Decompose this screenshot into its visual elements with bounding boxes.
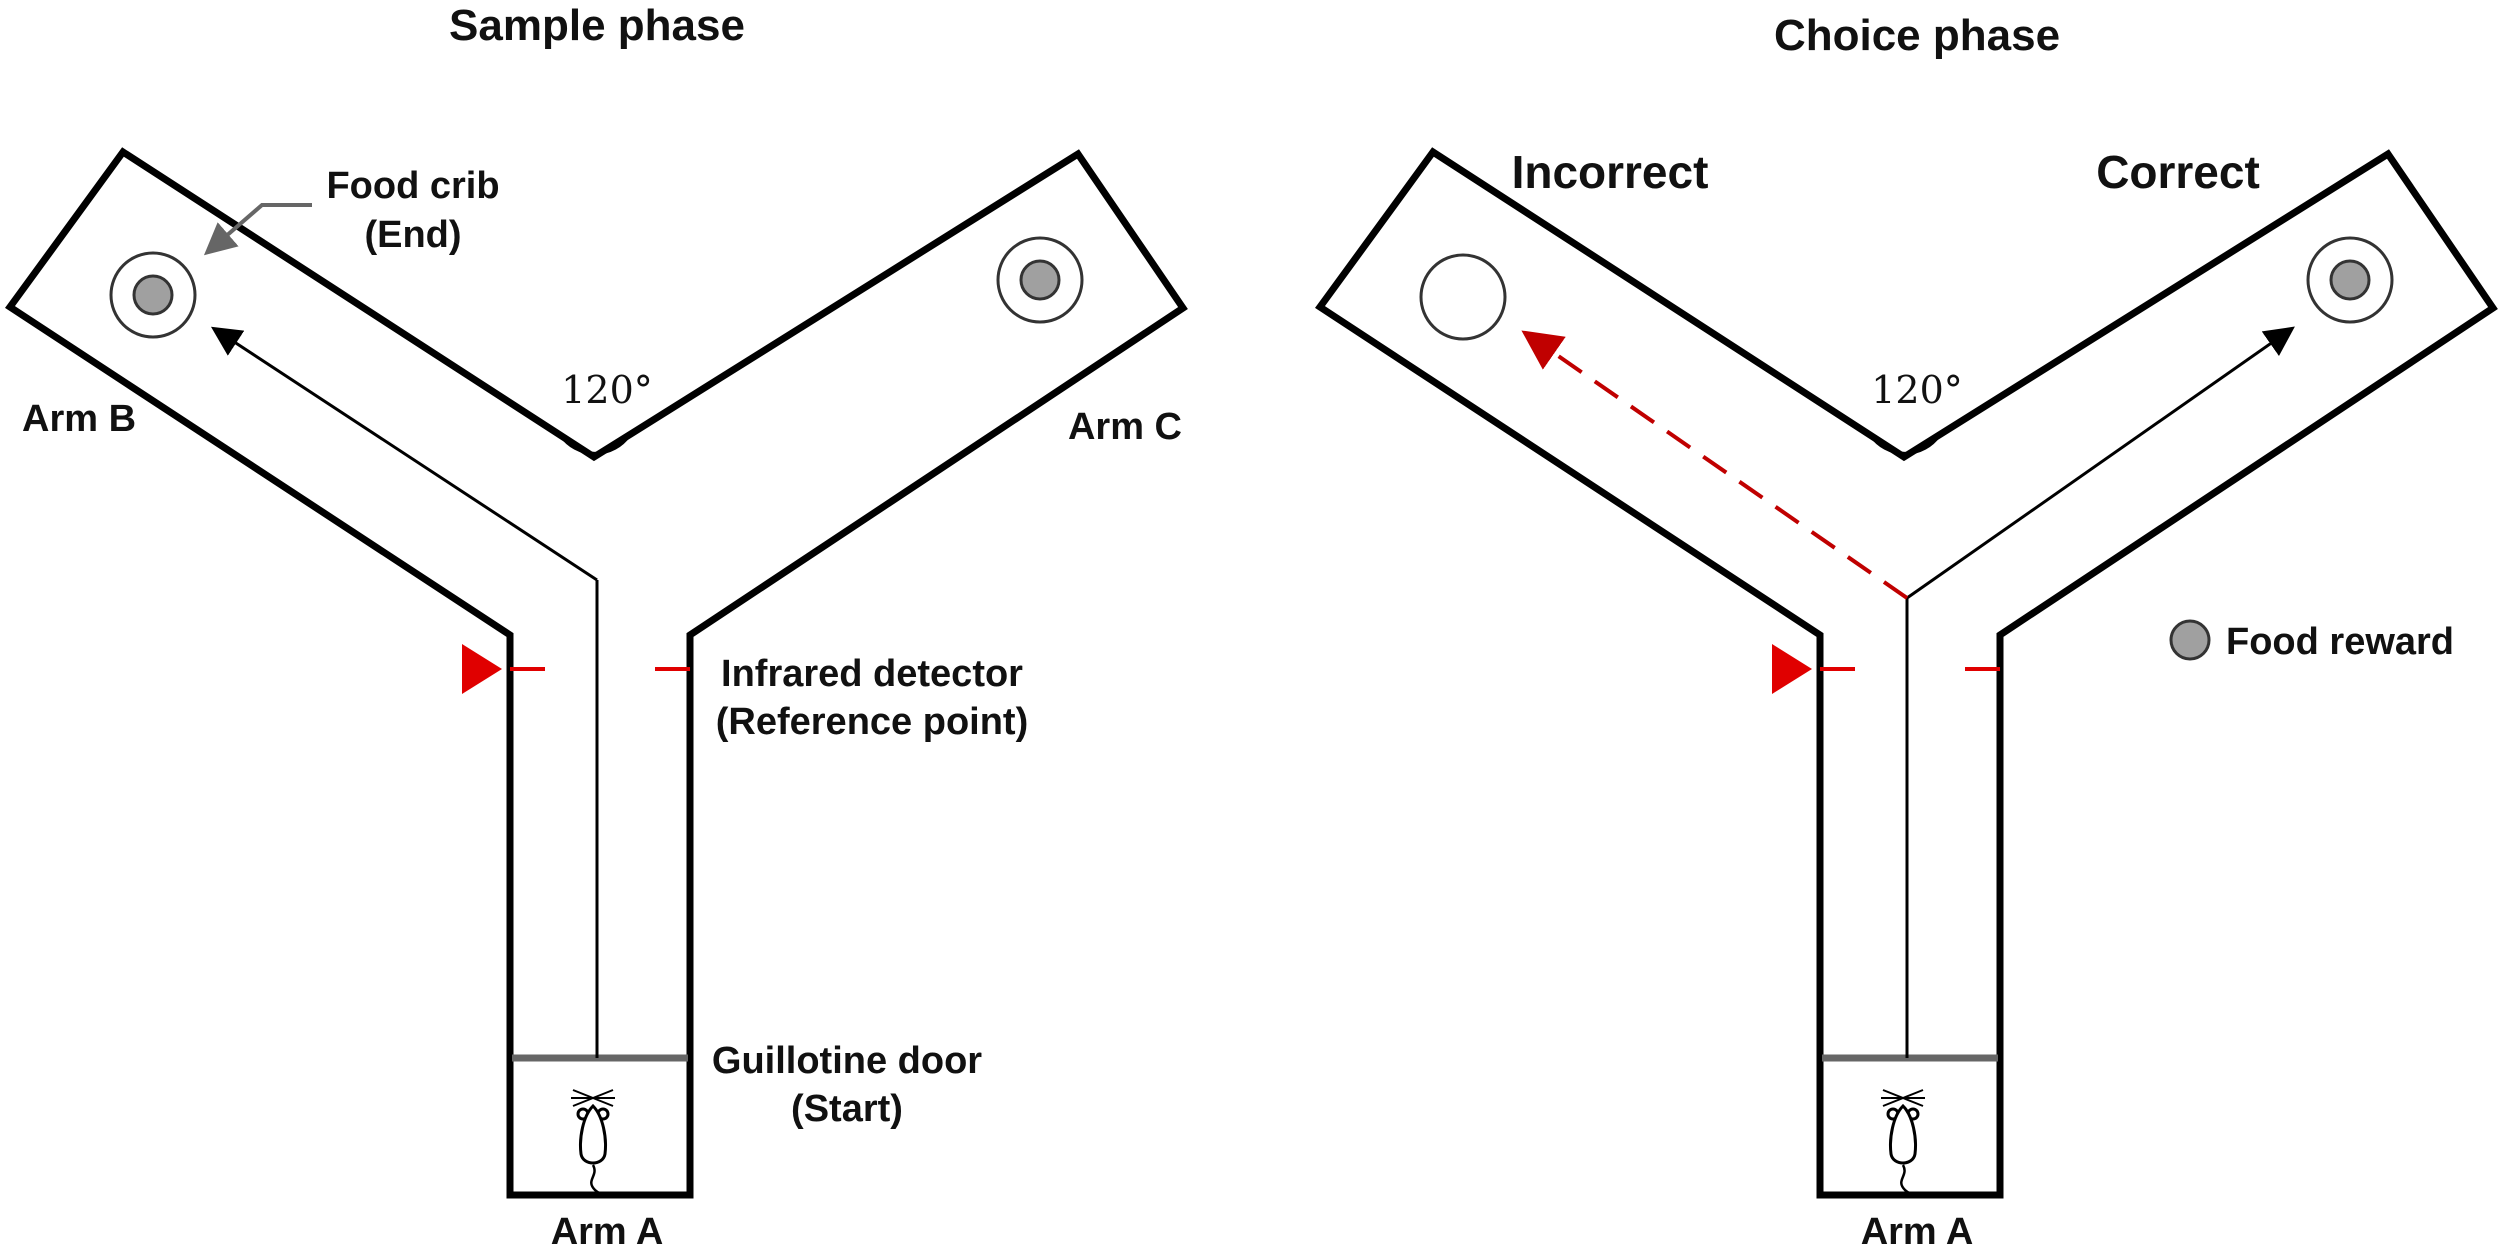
infrared-label-2: (Reference point): [716, 701, 1028, 743]
maze-outline-sample: [5, 147, 1188, 1199]
mouse-icon: [569, 1088, 617, 1198]
food-crib-pointer: [203, 203, 312, 256]
incorrect-label: Incorrect: [1512, 146, 1709, 198]
angle-label: 120°: [1871, 368, 1963, 412]
arm-a-label: Arm A: [551, 1211, 664, 1250]
food-crib-arm-b: [109, 251, 197, 339]
food-crib-incorrect: [1419, 253, 1507, 341]
infrared-emitter-icon: [1772, 644, 1812, 694]
correct-path-arrow: [1906, 326, 2295, 600]
guillotine-label-1: Guillotine door: [712, 1040, 982, 1082]
mouse-icon: [1879, 1088, 1927, 1198]
food-crib-label-1: Food crib: [326, 165, 499, 207]
sample-phase: Sample phase 120° Food crib (End): [5, 1, 1188, 1250]
angle-arc: [1869, 435, 1941, 455]
food-crib-correct: [2306, 236, 2394, 324]
food-crib-label-2: (End): [364, 214, 461, 256]
food-reward-label: Food reward: [2226, 621, 2454, 663]
infrared-emitter-icon: [462, 644, 502, 694]
path-arrow-arm-b: [210, 326, 598, 582]
angle-label: 120°: [561, 368, 653, 412]
choice-phase: Choice phase 120° Incorrect Correct: [1315, 11, 2498, 1250]
incorrect-path-arrow: [1521, 330, 1909, 600]
choice-phase-title: Choice phase: [1774, 11, 2060, 60]
angle-arc: [559, 435, 631, 455]
maze-outline-choice: [1315, 147, 2498, 1199]
arm-a-label: Arm A: [1861, 1211, 1974, 1250]
sample-phase-title: Sample phase: [449, 1, 745, 50]
legend: Food reward: [2169, 619, 2454, 663]
infrared-label-1: Infrared detector: [721, 653, 1023, 695]
food-reward-icon: [2169, 619, 2211, 661]
arm-c-label: Arm C: [1068, 406, 1182, 448]
arm-b-label: Arm B: [22, 398, 136, 440]
guillotine-label-2: (Start): [791, 1088, 903, 1130]
food-crib-arm-c: [996, 236, 1084, 324]
correct-label: Correct: [2096, 146, 2260, 198]
